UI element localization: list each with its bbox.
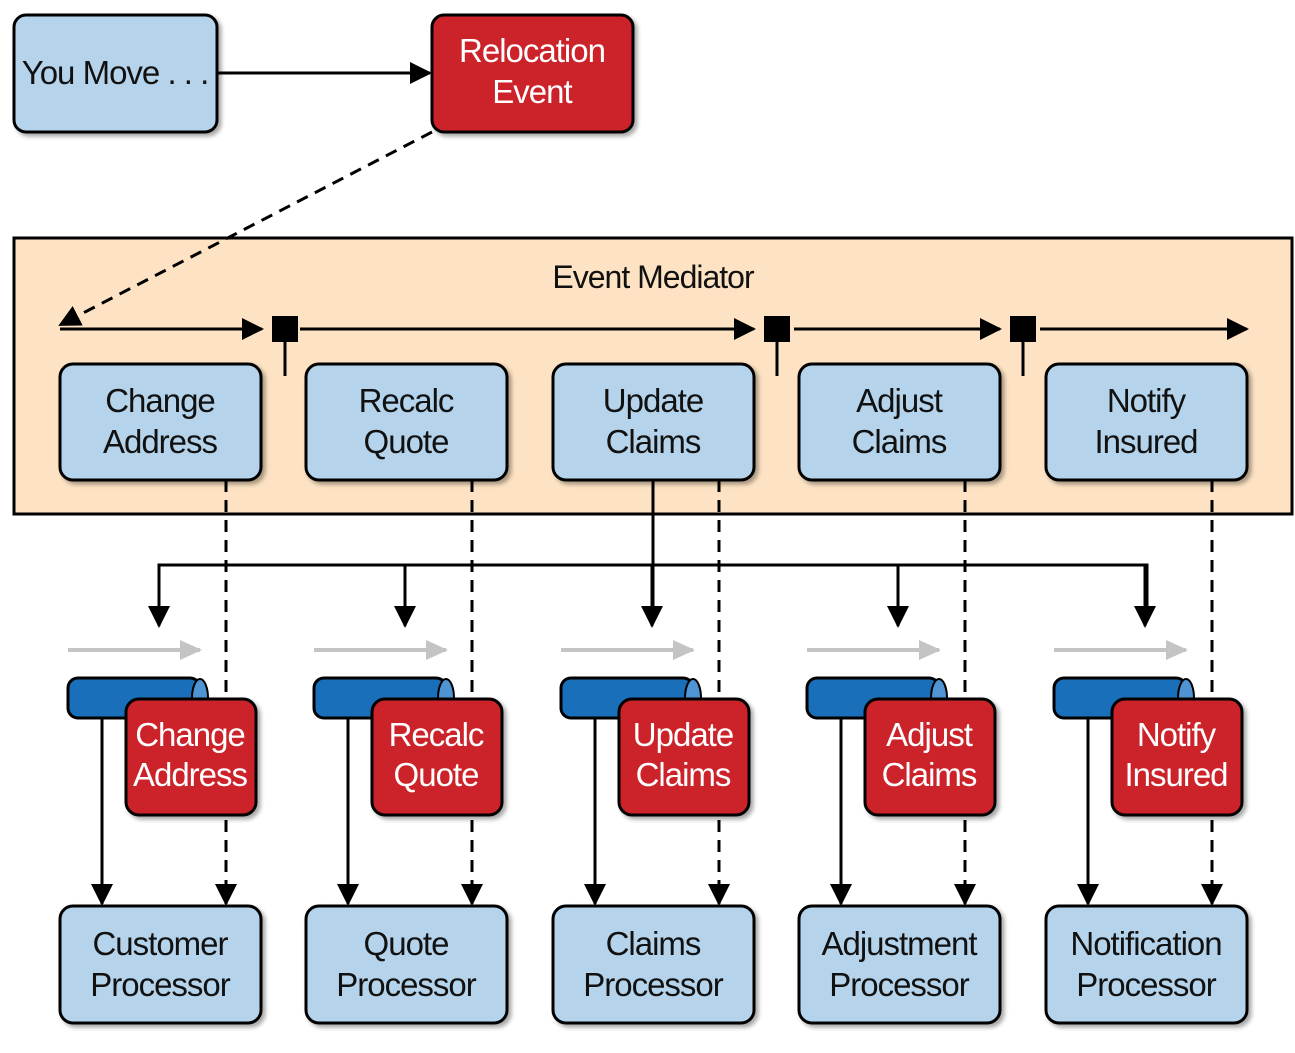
relocation-event-box: Relocation Event bbox=[430, 13, 635, 134]
mediator-step-label-line2: Address bbox=[103, 423, 218, 460]
processor-label-line2: Processor bbox=[90, 966, 231, 1003]
mediator-step-label-line1: Change bbox=[105, 382, 215, 419]
queue-event-label-line2: Address bbox=[133, 756, 248, 793]
queue-event-label-line2: Claims bbox=[882, 756, 977, 793]
mediator-step-label-line2: Claims bbox=[606, 423, 701, 460]
trigger-label: You Move . . . bbox=[22, 54, 209, 91]
mediator-step-label-line1: Adjust bbox=[856, 382, 943, 419]
mediator-step-label-line2: Claims bbox=[852, 423, 947, 460]
processor-label-line2: Processor bbox=[336, 966, 477, 1003]
processor-label-line1: Adjustment bbox=[821, 925, 977, 962]
gate-icon-1 bbox=[272, 316, 298, 376]
gate-icon-3 bbox=[1010, 316, 1036, 376]
event-label-line1: Relocation bbox=[459, 32, 605, 69]
processor-label-line2: Processor bbox=[1076, 966, 1217, 1003]
processor-label-line1: Customer bbox=[92, 925, 228, 962]
queue-event-label-line2: Claims bbox=[636, 756, 731, 793]
event-to-mediator-dashed-arrow bbox=[58, 130, 433, 327]
processor-label-line1: Notification bbox=[1070, 925, 1221, 962]
queue-event-label-line2: Insured bbox=[1124, 756, 1227, 793]
queue-event-label-line1: Adjust bbox=[886, 716, 973, 753]
queue-event-label-line1: Notify bbox=[1137, 716, 1217, 753]
processor-label-line2: Processor bbox=[829, 966, 970, 1003]
trigger-box: You Move . . . bbox=[12, 13, 219, 134]
processor-label-line1: Quote bbox=[364, 925, 449, 962]
mediator-step-label-line2: Quote bbox=[364, 423, 449, 460]
mediator-step-label-line1: Notify bbox=[1107, 382, 1187, 419]
mediator-step-label-line2: Insured bbox=[1094, 423, 1197, 460]
gate-icon-2 bbox=[764, 316, 790, 376]
queue-event-label-line1: Recalc bbox=[389, 716, 484, 753]
event-label-line2: Event bbox=[492, 73, 572, 110]
queue-event-label-line2: Quote bbox=[394, 756, 479, 793]
mediator-step-label-line1: Update bbox=[603, 382, 703, 419]
queue-event-label-line1: Update bbox=[633, 716, 733, 753]
mediator-step-label-line1: Recalc bbox=[359, 382, 454, 419]
processor-label-line1: Claims bbox=[606, 925, 701, 962]
queue-event-label-line1: Change bbox=[135, 716, 245, 753]
event-mediator-title: Event Mediator bbox=[552, 259, 755, 295]
processor-label-line2: Processor bbox=[583, 966, 724, 1003]
